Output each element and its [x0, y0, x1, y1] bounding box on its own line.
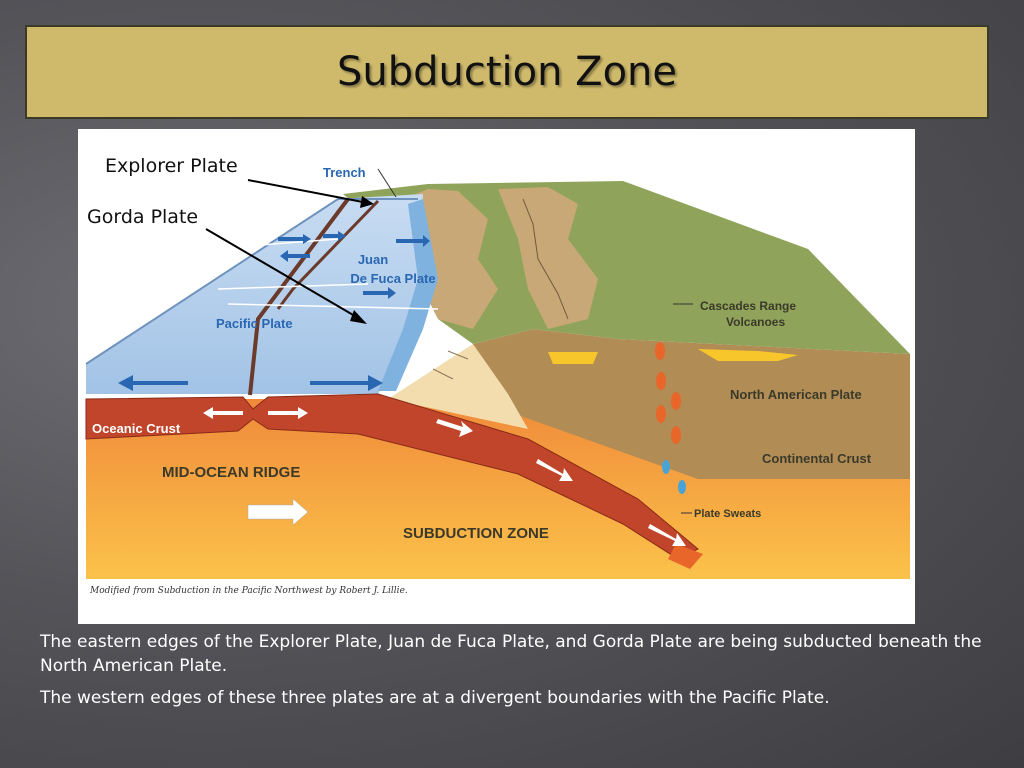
body-text: The eastern edges of the Explorer Plate,… — [40, 630, 990, 718]
slide-title: Subduction Zone — [336, 49, 678, 95]
magma-drop — [671, 426, 681, 444]
cascade-mountains — [498, 187, 598, 329]
paragraph-1: The eastern edges of the Explorer Plate,… — [40, 632, 982, 676]
diagram-svg: Trench Juan De Fuca Plate Pacific Plate … — [85, 165, 910, 579]
explorer-arrowhead — [360, 196, 374, 208]
lava-pool-right — [698, 349, 798, 361]
paragraph-2: The western edges of these three plates … — [40, 688, 830, 708]
slab-arrow — [648, 524, 686, 546]
title-bar: Subduction Zone — [25, 25, 989, 119]
ridge-line — [248, 197, 350, 396]
gorda-arrow — [205, 228, 361, 320]
wedge-arrows — [432, 350, 469, 380]
small-plate-arrow — [323, 231, 346, 241]
mid-ocean-ridge-label: MID-OCEAN RIDGE — [162, 464, 300, 481]
lava-pool — [548, 352, 598, 364]
left-plate-arrow — [118, 375, 188, 391]
magma-drop — [656, 372, 666, 390]
accretionary-wedge — [388, 344, 528, 429]
mountain-ridge — [522, 198, 569, 320]
pacific-plate-label: Pacific Plate — [216, 316, 293, 331]
slab-arrow — [436, 419, 473, 437]
ridge-line-2 — [276, 199, 380, 310]
cascades-label-1: Cascades Range — [700, 299, 796, 313]
explorer-plate-label: Explorer Plate — [105, 155, 238, 177]
oceanic-crust-label: Oceanic Crust — [92, 421, 181, 436]
subduction-zone-label: SUBDUCTION ZONE — [403, 525, 549, 542]
juan-label-2: De Fuca Plate — [350, 271, 435, 286]
fracture-zones — [207, 238, 439, 310]
mantle-flow-arrow — [247, 498, 309, 526]
continental-crust-label: Continental Crust — [762, 451, 872, 466]
subduction-diagram: Trench Juan De Fuca Plate Pacific Plate … — [78, 129, 915, 624]
magma-drop — [671, 392, 681, 410]
ocean-water — [86, 194, 423, 394]
plate-sweats-label: Plate Sweats — [694, 508, 761, 520]
crust-arrow-right — [268, 407, 308, 419]
continent-block — [473, 329, 910, 479]
slab-arrow — [536, 459, 573, 481]
small-plate-arrow — [396, 235, 430, 247]
figure-credit: Modified from Subduction in the Pacific … — [90, 586, 408, 596]
slab-melt — [668, 544, 703, 569]
juan-label-1: Juan — [358, 252, 388, 267]
sea-surface — [85, 198, 418, 365]
small-plate-arrow — [363, 287, 396, 299]
crust-arrow-left — [203, 407, 243, 419]
magma-drop — [655, 342, 665, 360]
trench-label: Trench — [323, 165, 366, 180]
water-drop — [678, 480, 686, 494]
gorda-arrowhead — [350, 310, 367, 324]
north-american-plate-label: North American Plate — [730, 387, 862, 402]
magma-drop — [656, 405, 666, 423]
explorer-arrow — [247, 179, 369, 204]
small-plate-arrow — [280, 250, 310, 262]
trench-leader — [377, 168, 397, 198]
right-plate-arrow — [310, 375, 383, 391]
cascades-label-2: Volcanoes — [726, 315, 785, 329]
small-plate-arrow — [278, 234, 311, 244]
water-drop — [662, 460, 670, 474]
gorda-plate-label: Gorda Plate — [87, 206, 199, 228]
